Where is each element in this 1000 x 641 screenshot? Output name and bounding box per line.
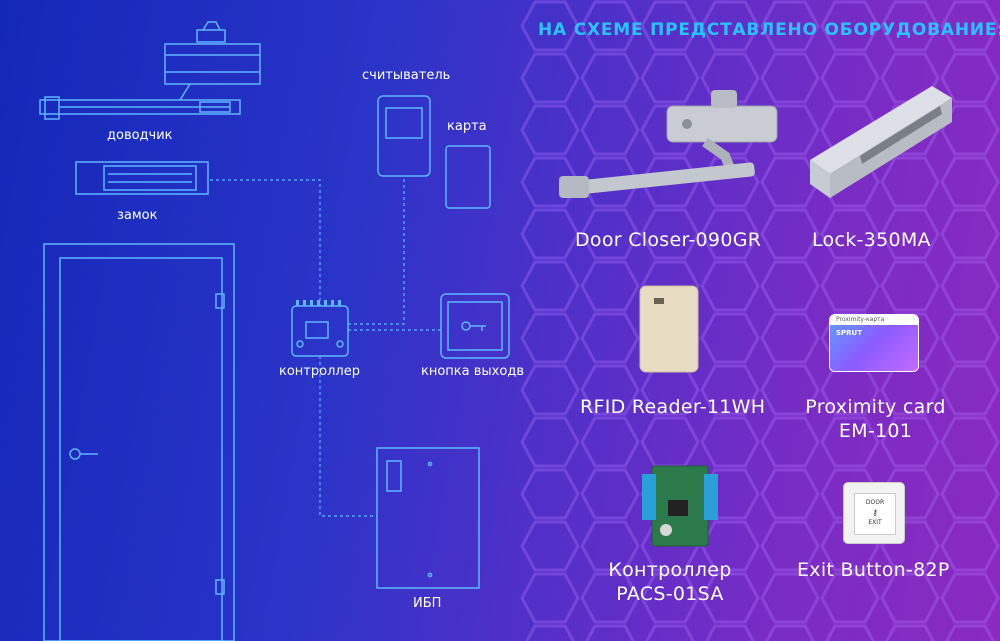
closer-label: доводчик: [107, 128, 173, 143]
lock-drawing: [75, 161, 209, 195]
product-card-name-line2: EM-101: [838, 420, 913, 442]
product-lock-name: Lock-350MA: [812, 229, 931, 251]
proximity-card-image: Proximity-карта SPRUT: [830, 315, 918, 371]
product-exit-button-name: Exit Button-82P: [797, 559, 950, 581]
reader-drawing: [377, 95, 431, 177]
connection-lines: [210, 178, 441, 517]
card-label: карта: [447, 119, 487, 134]
exit-button-label: кнопка выходв: [421, 364, 524, 379]
page-heading: НА СХЕМЕ ПРЕДСТАВЛЕНО ОБОРУДОВАНИЕ:: [538, 20, 1000, 40]
ups-drawing: [376, 447, 480, 589]
door-closer-drawing: [39, 21, 261, 120]
product-controller-name-line2: PACS-01SA: [616, 583, 724, 605]
reader-label: считыватель: [362, 68, 451, 83]
key-icon: ⚷: [872, 508, 878, 517]
product-controller-name-line1: Контроллер: [608, 559, 732, 581]
product-card-name-line1: Proximity card: [805, 396, 946, 418]
controller-board-image: [642, 465, 718, 547]
card-brand-text: SPRUT: [836, 329, 863, 337]
ups-label: ИБП: [413, 596, 442, 611]
exit-exit-text: EXIT: [868, 519, 882, 526]
access-control-schema: [39, 21, 510, 641]
lock-label: замок: [117, 208, 158, 223]
controller-label: контроллер: [279, 364, 360, 379]
door-drawing: [43, 243, 235, 641]
rfid-reader-image: [639, 285, 699, 373]
product-card-name: Proximity card EM-101: [803, 395, 948, 443]
exit-button-drawing: [440, 293, 510, 359]
controller-drawing: [291, 305, 349, 357]
door-closer-image: [559, 90, 778, 198]
lock-image: [810, 86, 952, 198]
card-header-text: Proximity-карта: [836, 316, 885, 323]
exit-button-image: DOOR ⚷ EXIT: [844, 483, 904, 543]
product-controller-name: Контроллер PACS-01SA: [605, 558, 735, 606]
exit-door-text: DOOR: [865, 499, 885, 506]
card-drawing: [445, 145, 491, 209]
product-closer-name: Door Closer-090GR: [575, 229, 762, 251]
product-reader-name: RFID Reader-11WH: [580, 396, 766, 418]
